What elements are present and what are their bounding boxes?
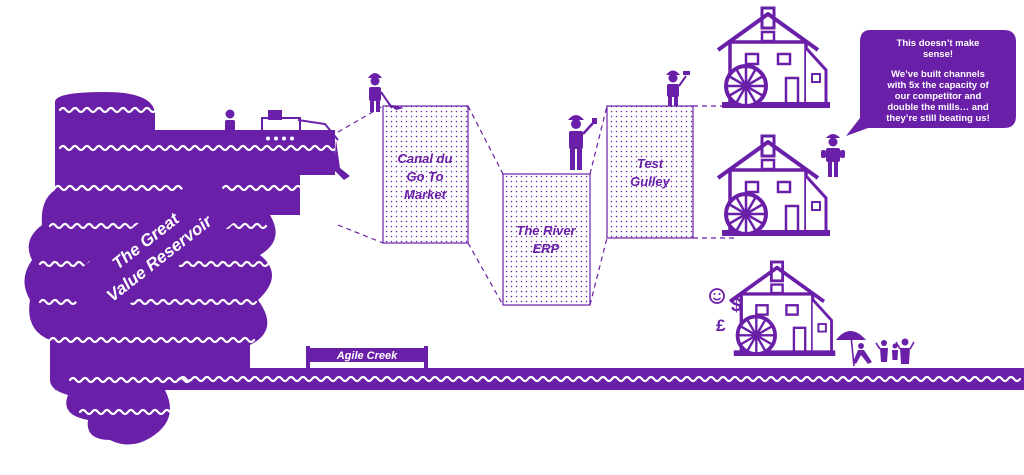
deckchair-icon: [853, 343, 872, 364]
channel-the-river-erp: The River ERP: [502, 173, 591, 306]
speech-line5: our competitor and: [895, 91, 982, 102]
speech-line2: sense!: [923, 49, 953, 60]
creek-water: [55, 368, 1024, 390]
excavator-icon: [261, 110, 350, 180]
channel-canal-du-go-to-market: Canal du Go To Market: [382, 105, 469, 244]
speech-line4: with 5x the capacity of: [886, 80, 989, 91]
speech-line7: they’re still beating us!: [886, 113, 989, 124]
family-icon: [875, 338, 915, 364]
worker-icon: [821, 134, 845, 177]
worker-icon: [368, 73, 404, 112]
watermill-house-icon: [716, 134, 830, 236]
speech-line1: This doesn’t make: [897, 38, 980, 49]
channel-label-line1: Canal du: [398, 151, 453, 166]
speech-line3: We’ve built channels: [891, 69, 985, 80]
dollar-sign: $: [731, 295, 742, 316]
channel-label-line2: ERP: [533, 241, 560, 256]
watermill-house-icon: [728, 260, 836, 357]
agile-creek-sign: Agile Creek: [306, 346, 428, 368]
reservoir-water: [24, 92, 338, 445]
watermill-house-icon: [716, 6, 830, 108]
pound-sign: £: [716, 316, 726, 335]
speech-bubble: This doesn’t make sense! We’ve built cha…: [846, 30, 1016, 136]
flow-connectors: [337, 105, 735, 306]
person-icon: [225, 109, 235, 145]
channel-label-line3: Market: [404, 187, 447, 202]
channel-label-line2: Go To: [406, 169, 443, 184]
channel-label-line2: Gulley: [630, 174, 671, 189]
worker-icon: [666, 70, 690, 106]
speech-line6: double the mills… and: [887, 102, 989, 113]
worker-icon: [568, 115, 597, 170]
creek-label: Agile Creek: [336, 350, 398, 362]
channel-label-line1: The River: [516, 223, 576, 238]
smiley-icon: [709, 288, 725, 304]
channel-label-line1: Test: [637, 156, 664, 171]
channel-test-gulley: Test Gulley: [606, 105, 694, 239]
